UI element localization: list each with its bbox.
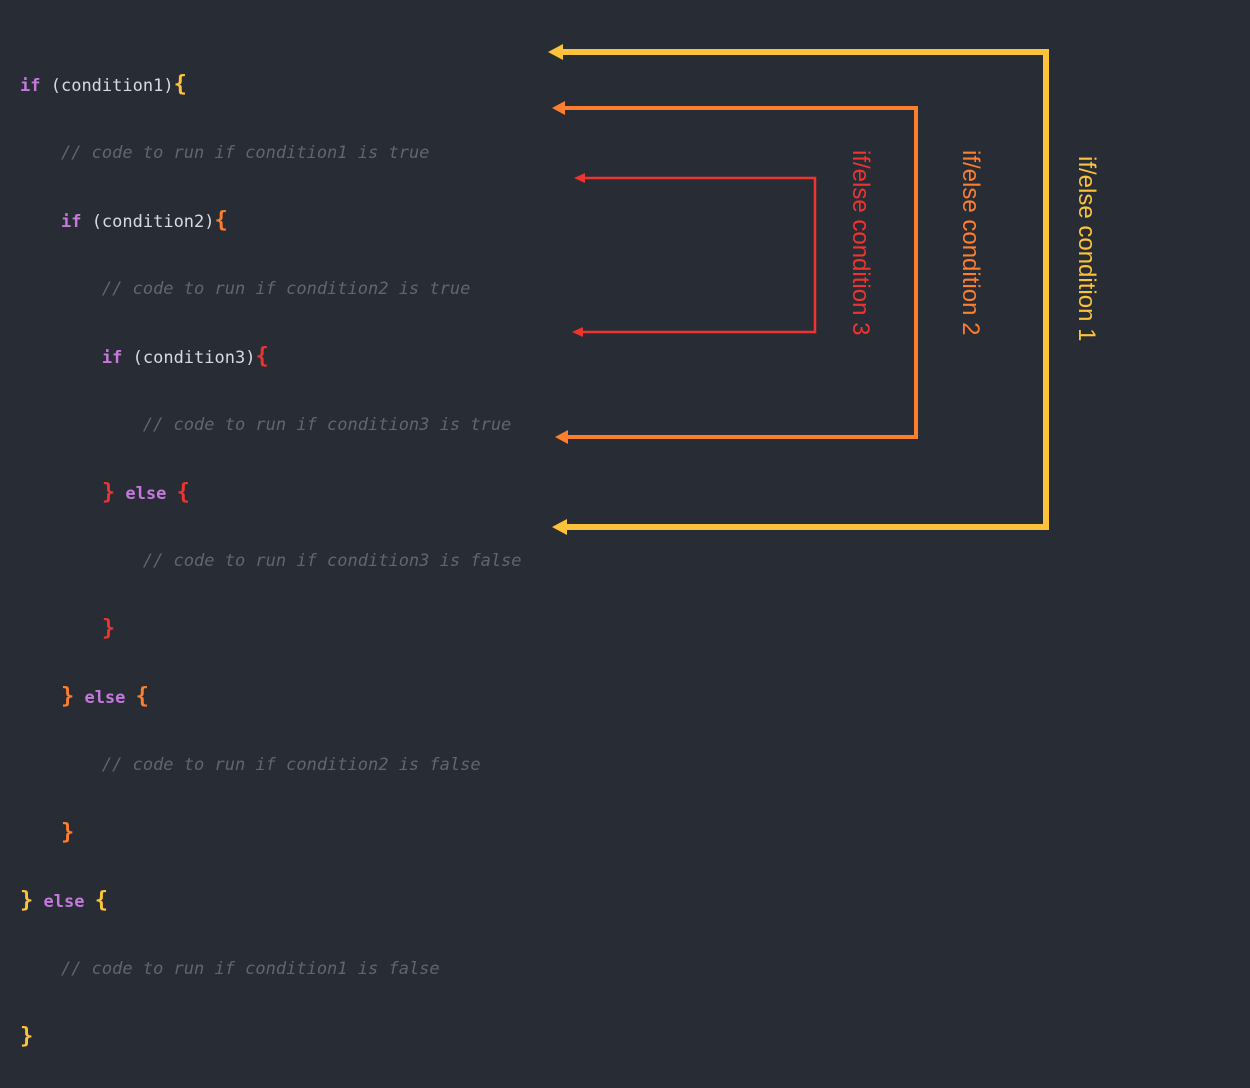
- keyword-if: if: [101, 348, 123, 368]
- arrowhead-condition3-top: [574, 173, 585, 183]
- condition1-text: (condition1): [50, 76, 174, 96]
- keyword-if: if: [20, 76, 41, 96]
- arrowhead-condition1-top: [548, 44, 563, 60]
- close-brace-level1: }: [20, 888, 34, 913]
- comment-condition1-true: // code to run if condition1 is true: [60, 143, 430, 163]
- code-line-else-level3: } else {: [20, 476, 522, 510]
- code-line-else-level1: } else {: [20, 884, 522, 918]
- code-line-close-level3: }: [20, 612, 522, 646]
- code-line-comment: // code to run if condition3 is false: [20, 544, 522, 578]
- close-brace-level3: }: [101, 616, 116, 641]
- label-condition2: if/else condition 2: [957, 150, 984, 336]
- code-line-if-condition1: if (condition1){: [20, 68, 522, 102]
- code-line-comment: // code to run if condition1 is true: [20, 136, 522, 170]
- code-line-comment: // code to run if condition2 is true: [20, 272, 522, 306]
- open-brace-level2: {: [214, 208, 228, 233]
- label-condition1: if/else condition 1: [1073, 156, 1100, 342]
- bracket-line-condition2: [560, 106, 918, 439]
- open-brace-level2: {: [135, 684, 149, 709]
- open-brace-level3: {: [255, 344, 269, 369]
- open-brace-level1: {: [94, 888, 108, 913]
- comment-condition3-true: // code to run if condition3 is true: [142, 415, 512, 435]
- arrowhead-condition2-top: [552, 101, 565, 115]
- bracket-condition2: [552, 101, 918, 444]
- keyword-else: else: [84, 688, 126, 708]
- code-line-close-level2: }: [20, 816, 522, 850]
- code-line-comment: // code to run if condition1 is false: [20, 952, 522, 986]
- arrowhead-condition1-bottom: [552, 519, 567, 535]
- close-brace-level3: }: [101, 480, 116, 505]
- arrowhead-condition2-bottom: [555, 430, 568, 444]
- code-line-close-level1: }: [20, 1020, 522, 1054]
- comment-condition1-false: // code to run if condition1 is false: [60, 959, 440, 979]
- comment-condition2-false: // code to run if condition2 is false: [101, 755, 481, 775]
- bracket-condition1: [548, 44, 1049, 535]
- open-brace-level3: {: [176, 480, 190, 505]
- code-line-else-level2: } else {: [20, 680, 522, 714]
- close-brace-level2: }: [60, 820, 75, 845]
- label-condition3: if/else condition 3: [847, 150, 874, 336]
- bracket-line-condition1: [555, 49, 1049, 530]
- code-line-comment: // code to run if condition3 is true: [20, 408, 522, 442]
- code-line-comment: // code to run if condition2 is false: [20, 748, 522, 782]
- open-brace-level1: {: [173, 72, 187, 97]
- close-brace-level2: }: [60, 684, 75, 709]
- comment-condition3-false: // code to run if condition3 is false: [142, 551, 522, 571]
- bracket-arrows: [548, 44, 1049, 535]
- condition3-text: (condition3): [132, 348, 256, 368]
- code-line-if-condition3: if (condition3){: [20, 340, 522, 374]
- code-line-if-condition2: if (condition2){: [20, 204, 522, 238]
- close-brace-level1: }: [20, 1024, 34, 1049]
- bracket-line-condition3: [578, 176, 817, 334]
- keyword-if: if: [60, 212, 82, 232]
- arrowhead-condition3-bottom: [572, 327, 583, 337]
- comment-condition2-true: // code to run if condition2 is true: [101, 279, 471, 299]
- keyword-else: else: [43, 892, 85, 912]
- bracket-condition3: [572, 173, 817, 337]
- keyword-else: else: [125, 484, 167, 504]
- condition2-text: (condition2): [91, 212, 215, 232]
